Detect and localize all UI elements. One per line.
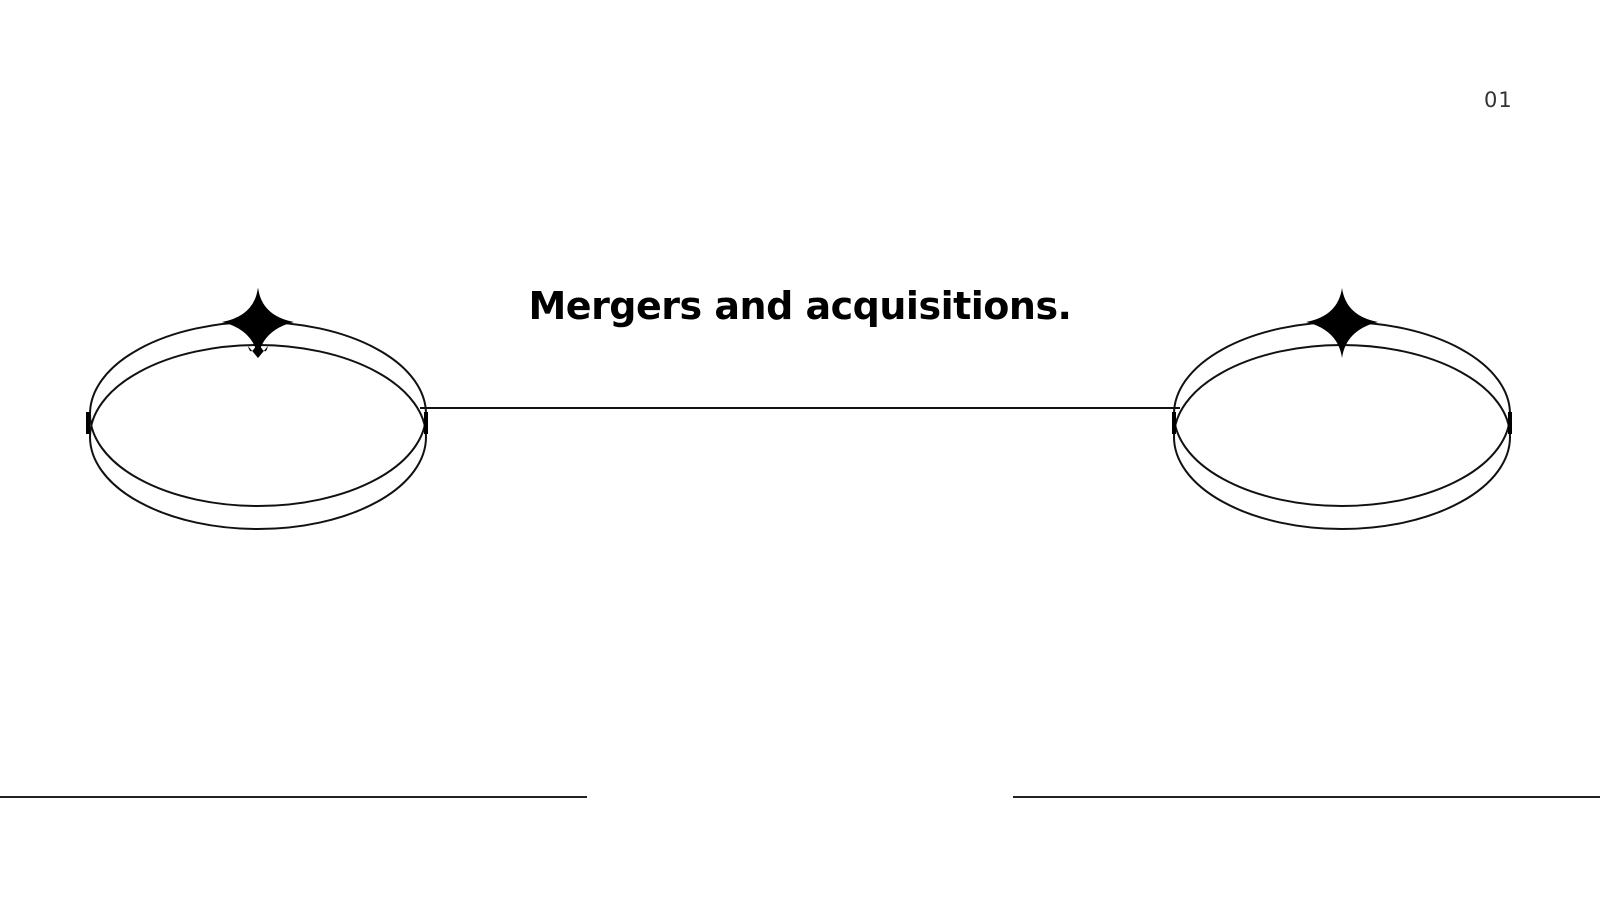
page-number: 01 <box>1484 88 1513 112</box>
footer-rule-right <box>1013 796 1600 798</box>
footer-rule-left <box>0 796 587 798</box>
slide-title: Mergers and acquisitions. <box>528 284 1072 328</box>
right-ring-icon <box>1172 288 1512 530</box>
right-star-icon <box>1306 288 1378 358</box>
left-ring-icon <box>86 288 428 530</box>
